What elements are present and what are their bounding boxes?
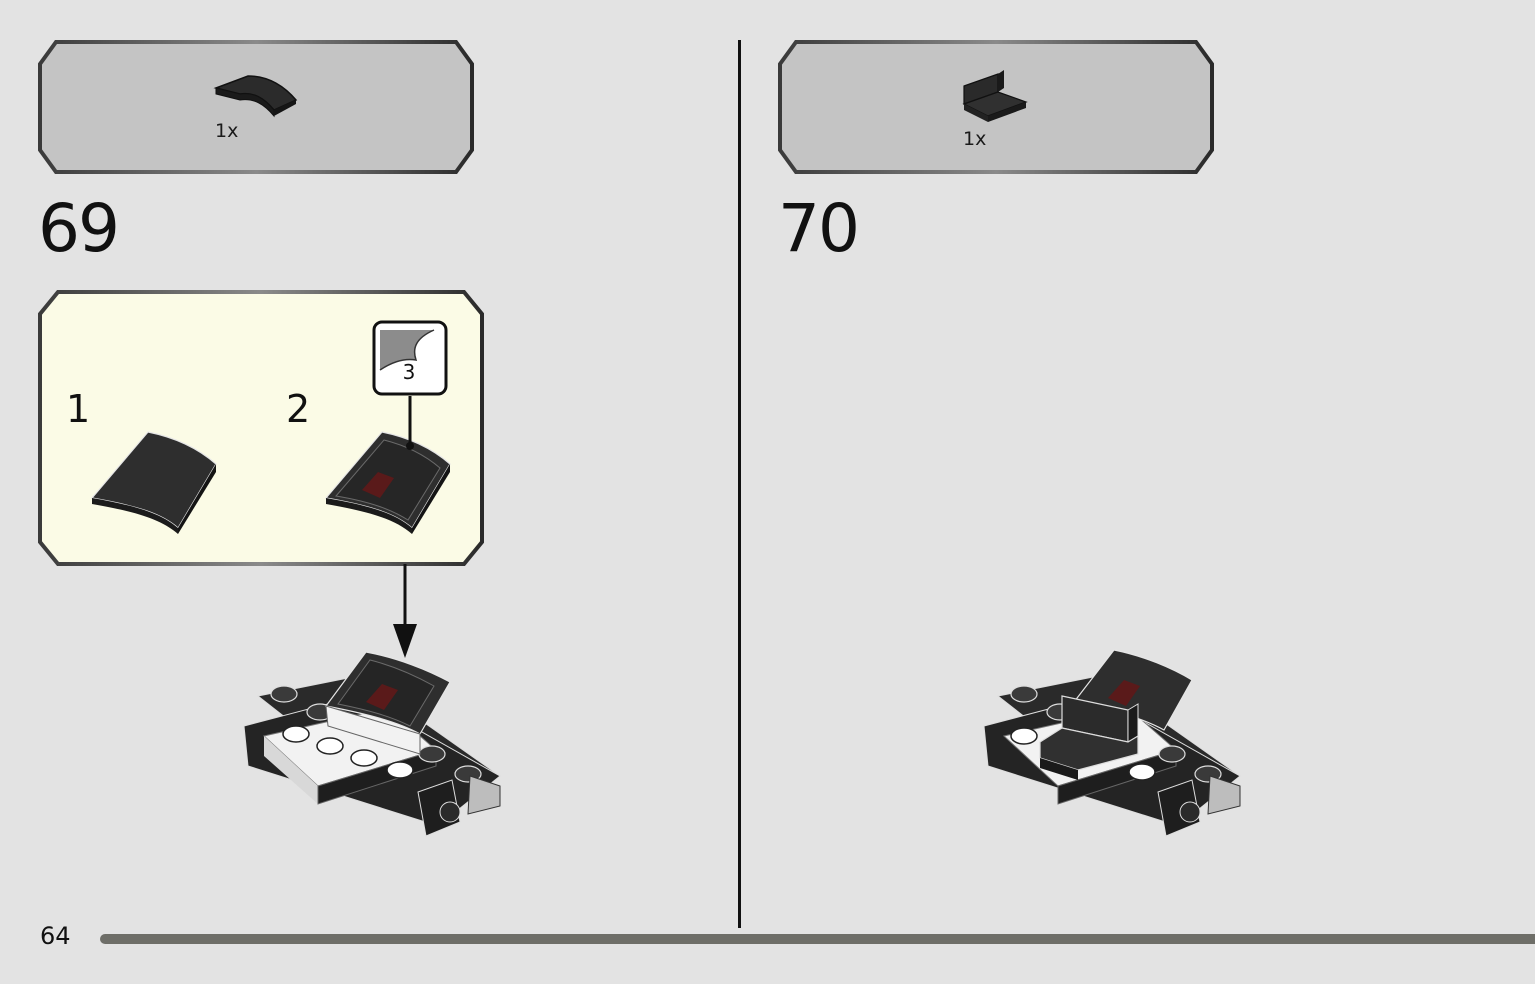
sticker-number: 3 — [402, 360, 416, 384]
stud — [282, 725, 414, 779]
step-number: 70 — [778, 190, 860, 267]
page-number: 64 — [40, 922, 71, 950]
sticker-icon — [372, 320, 448, 450]
parts-callout-step-70: 1x — [778, 40, 1214, 174]
part-quantity: 1x — [963, 128, 987, 150]
substep-number: 1 — [66, 387, 91, 431]
part-quantity: 1x — [215, 120, 239, 142]
model-assembly-illustration — [243, 651, 502, 837]
step-divider — [738, 40, 741, 928]
bracket-plate-icon — [962, 70, 1028, 122]
step-number: 69 — [38, 190, 120, 267]
model-assembly-illustration — [983, 649, 1242, 837]
arrow-down-icon — [393, 564, 417, 658]
decorated-slope-part-illustration — [324, 431, 451, 534]
substep-number: 2 — [286, 387, 311, 431]
curved-slope-tile-icon — [213, 75, 298, 118]
parts-callout-step-69: 1x — [38, 40, 474, 174]
page-progress-bar — [100, 934, 1535, 944]
curved-slope-part-illustration — [90, 431, 217, 534]
